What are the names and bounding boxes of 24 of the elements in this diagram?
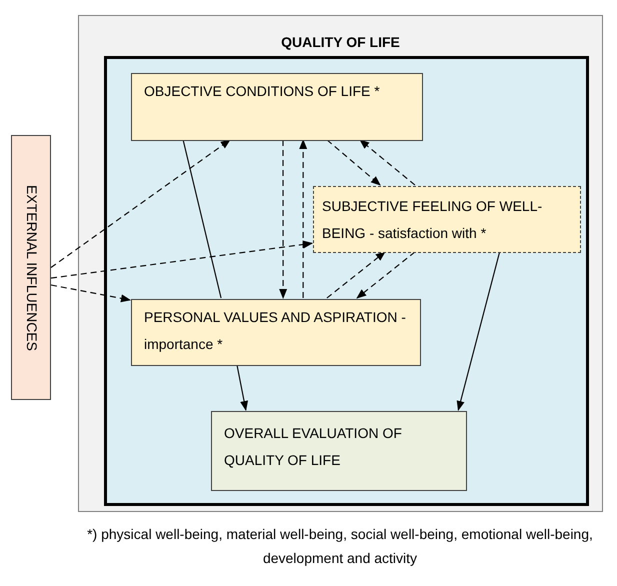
arrow [279,140,288,299]
arrow [50,240,313,279]
title: QUALITY OF LIFE [280,33,401,52]
process-box [211,411,467,491]
box-text: EXTERNAL INFLUENCES [24,184,40,350]
arrow [326,251,386,298]
box-text: OBJECTIVE CONDITIONS OF LIFE * [144,82,381,101]
arrow [326,140,381,186]
box-text: PERSONAL VALUES AND ASPIRATION - importance * [144,308,407,354]
arrow [50,139,231,268]
arrow [236,364,248,411]
caption: *) physical well-being, material well-being, social well-being, emotional well-being, development and activity [86,525,594,568]
box-text: SUBJECTIVE FEELING OF WELL-BEING - satisfaction with * [322,197,544,243]
container-box [78,15,603,512]
process-box [313,186,581,253]
process-box [131,73,423,141]
box-text: OVERALL EVALUATION OF QUALITY OF LIFE [224,424,403,470]
arrow [356,252,416,299]
arrow [50,284,131,302]
side-box [11,135,51,400]
arrow [456,252,500,411]
arrow [299,139,308,298]
arrow [359,139,416,186]
process-box [131,299,421,366]
